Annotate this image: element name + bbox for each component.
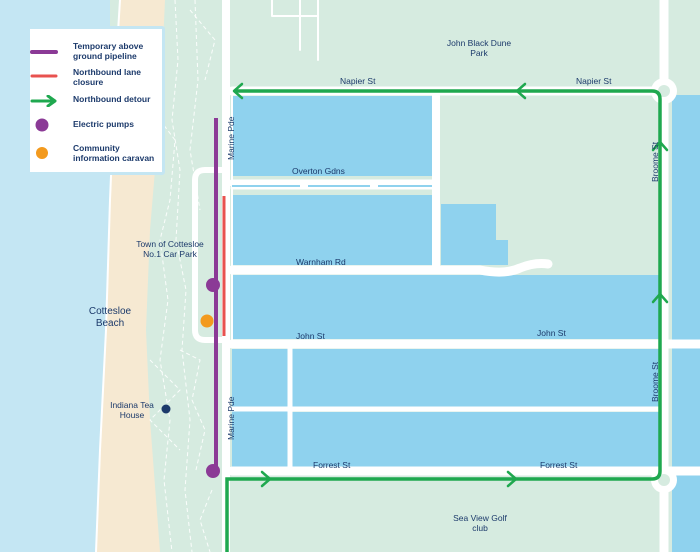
napier-st-label-east: Napier St (576, 76, 612, 86)
electric-pump (206, 464, 220, 478)
block (232, 275, 664, 339)
closure-swatch (30, 74, 58, 78)
block (232, 195, 432, 265)
tea-house-label: Indiana Tea House (110, 400, 154, 420)
community-caravan (200, 314, 214, 328)
broome-st-label-south: Broome St (650, 361, 660, 402)
electric-pump (206, 278, 220, 292)
legend-label: Northbound lane closure (73, 67, 141, 87)
beach-label: Cottesloe Beach (88, 306, 132, 329)
detour-arrow-icon (30, 95, 57, 107)
car-park-road (192, 167, 225, 343)
forrest-st-label-west: Forrest St (313, 460, 351, 470)
golf-club-label: Sea View Golf club (453, 513, 507, 533)
napier-st-label-west: Napier St (340, 76, 376, 86)
roundabout-south-island (658, 474, 670, 486)
block (292, 349, 664, 407)
block (441, 204, 508, 265)
warnham-rd-label: Warnham Rd (296, 257, 346, 267)
tea-house-marker (161, 404, 171, 414)
marine-pde-label-north: Marine Pde (226, 116, 236, 160)
car-park-label: Town of Cottesloe No.1 Car Park (136, 239, 204, 259)
broome-st-label-north: Broome St (650, 141, 660, 182)
legend-label: Northbound detour (73, 94, 151, 104)
coastal-paths (149, 0, 216, 552)
detour-route (225, 89, 662, 552)
pump-dot-icon (35, 118, 49, 132)
dune-park-label: John Black Dune Park (446, 38, 512, 58)
legend-label: Temporary above ground pipeline (73, 41, 144, 61)
john-st-label-east: John St (537, 328, 566, 338)
john-st-label-west: John St (296, 331, 325, 341)
roundabout-north-island (658, 85, 670, 97)
pipeline-swatch (30, 50, 58, 54)
legend-label: Community information caravan (73, 143, 155, 163)
caravan-dot-icon (36, 147, 48, 159)
block (292, 412, 664, 467)
map-legend: Temporary above ground pipeline Northbou… (27, 26, 165, 175)
overton-gdns-label: Overton Gdns (292, 166, 345, 176)
detour-arrows (232, 82, 669, 488)
legend-label: Electric pumps (73, 119, 134, 129)
block (232, 96, 432, 176)
forrest-st-label-east: Forrest St (540, 460, 578, 470)
east-park (664, 0, 700, 95)
marine-pde-label-south: Marine Pde (226, 396, 236, 440)
